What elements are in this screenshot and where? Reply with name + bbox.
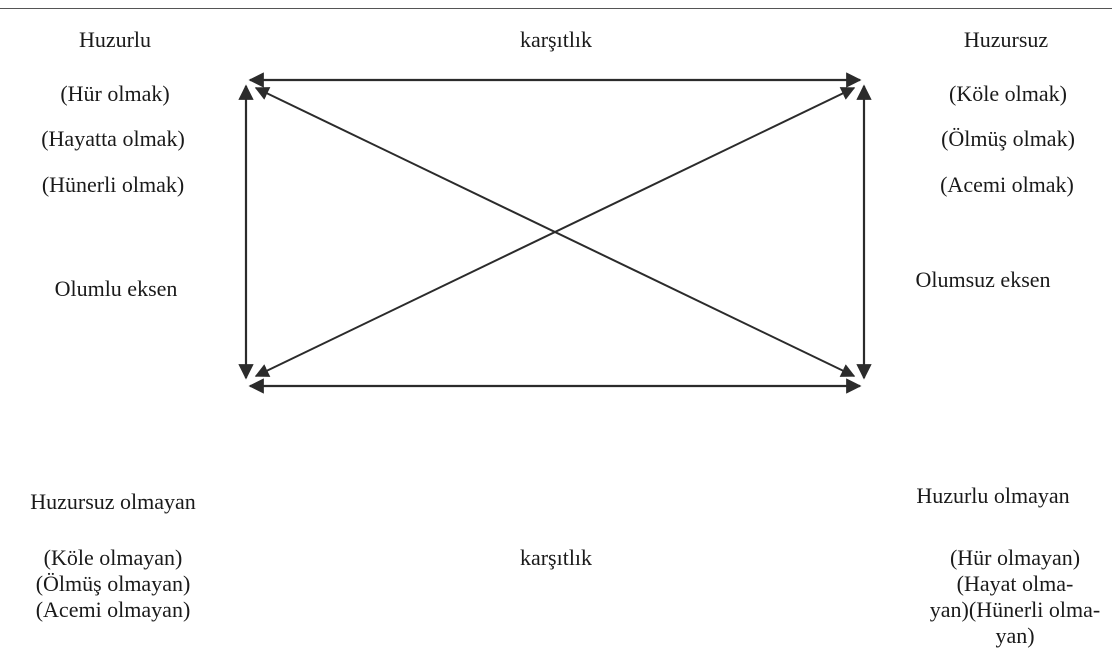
top-left-item: (Hünerli olmak) [41, 172, 185, 197]
top-right-title: Huzursuz [963, 27, 1049, 52]
bottom-right-item: (Hayat olma- [956, 571, 1074, 596]
bottom-right-item: yan) [995, 623, 1035, 648]
top-rule [0, 8, 1112, 9]
bottom-left-title: Huzursuz olmayan [30, 489, 196, 514]
top-left-title: Huzurlu [78, 27, 152, 52]
top-left-item: (Hayatta olmak) [41, 126, 185, 151]
bottom-left-item: (Ölmüş olmayan) [35, 571, 191, 596]
diagonal-contradiction-arrow-2 [254, 87, 856, 377]
top-left-item: (Hür olmak) [60, 81, 170, 106]
positive-axis-label: Olumlu eksen [54, 276, 178, 301]
top-right-item: (Köle olmak) [949, 81, 1067, 106]
bottom-right-items: (Hür olmayan) (Hayat olma- yan)(Hünerli … [930, 545, 1100, 649]
top-right-item: (Acemi olmak) [940, 172, 1074, 197]
negative-axis-label: Olumsuz eksen [915, 267, 1051, 292]
top-relation-label: karşıtlık [519, 27, 593, 52]
bottom-relation-label: karşıtlık [519, 545, 593, 570]
bottom-right-item: (Hür olmayan) [949, 545, 1081, 570]
bottom-right-title: Huzurlu olmayan [916, 483, 1070, 508]
bottom-right-item: yan)(Hünerli olma- [929, 597, 1101, 622]
bottom-left-items: (Köle olmayan) (Ölmüş olmayan) (Acemi ol… [36, 545, 191, 623]
bottom-left-item: (Acemi olmayan) [35, 597, 191, 622]
bottom-left-item: (Köle olmayan) [43, 545, 183, 570]
top-right-item: (Ölmüş olmak) [941, 126, 1075, 151]
